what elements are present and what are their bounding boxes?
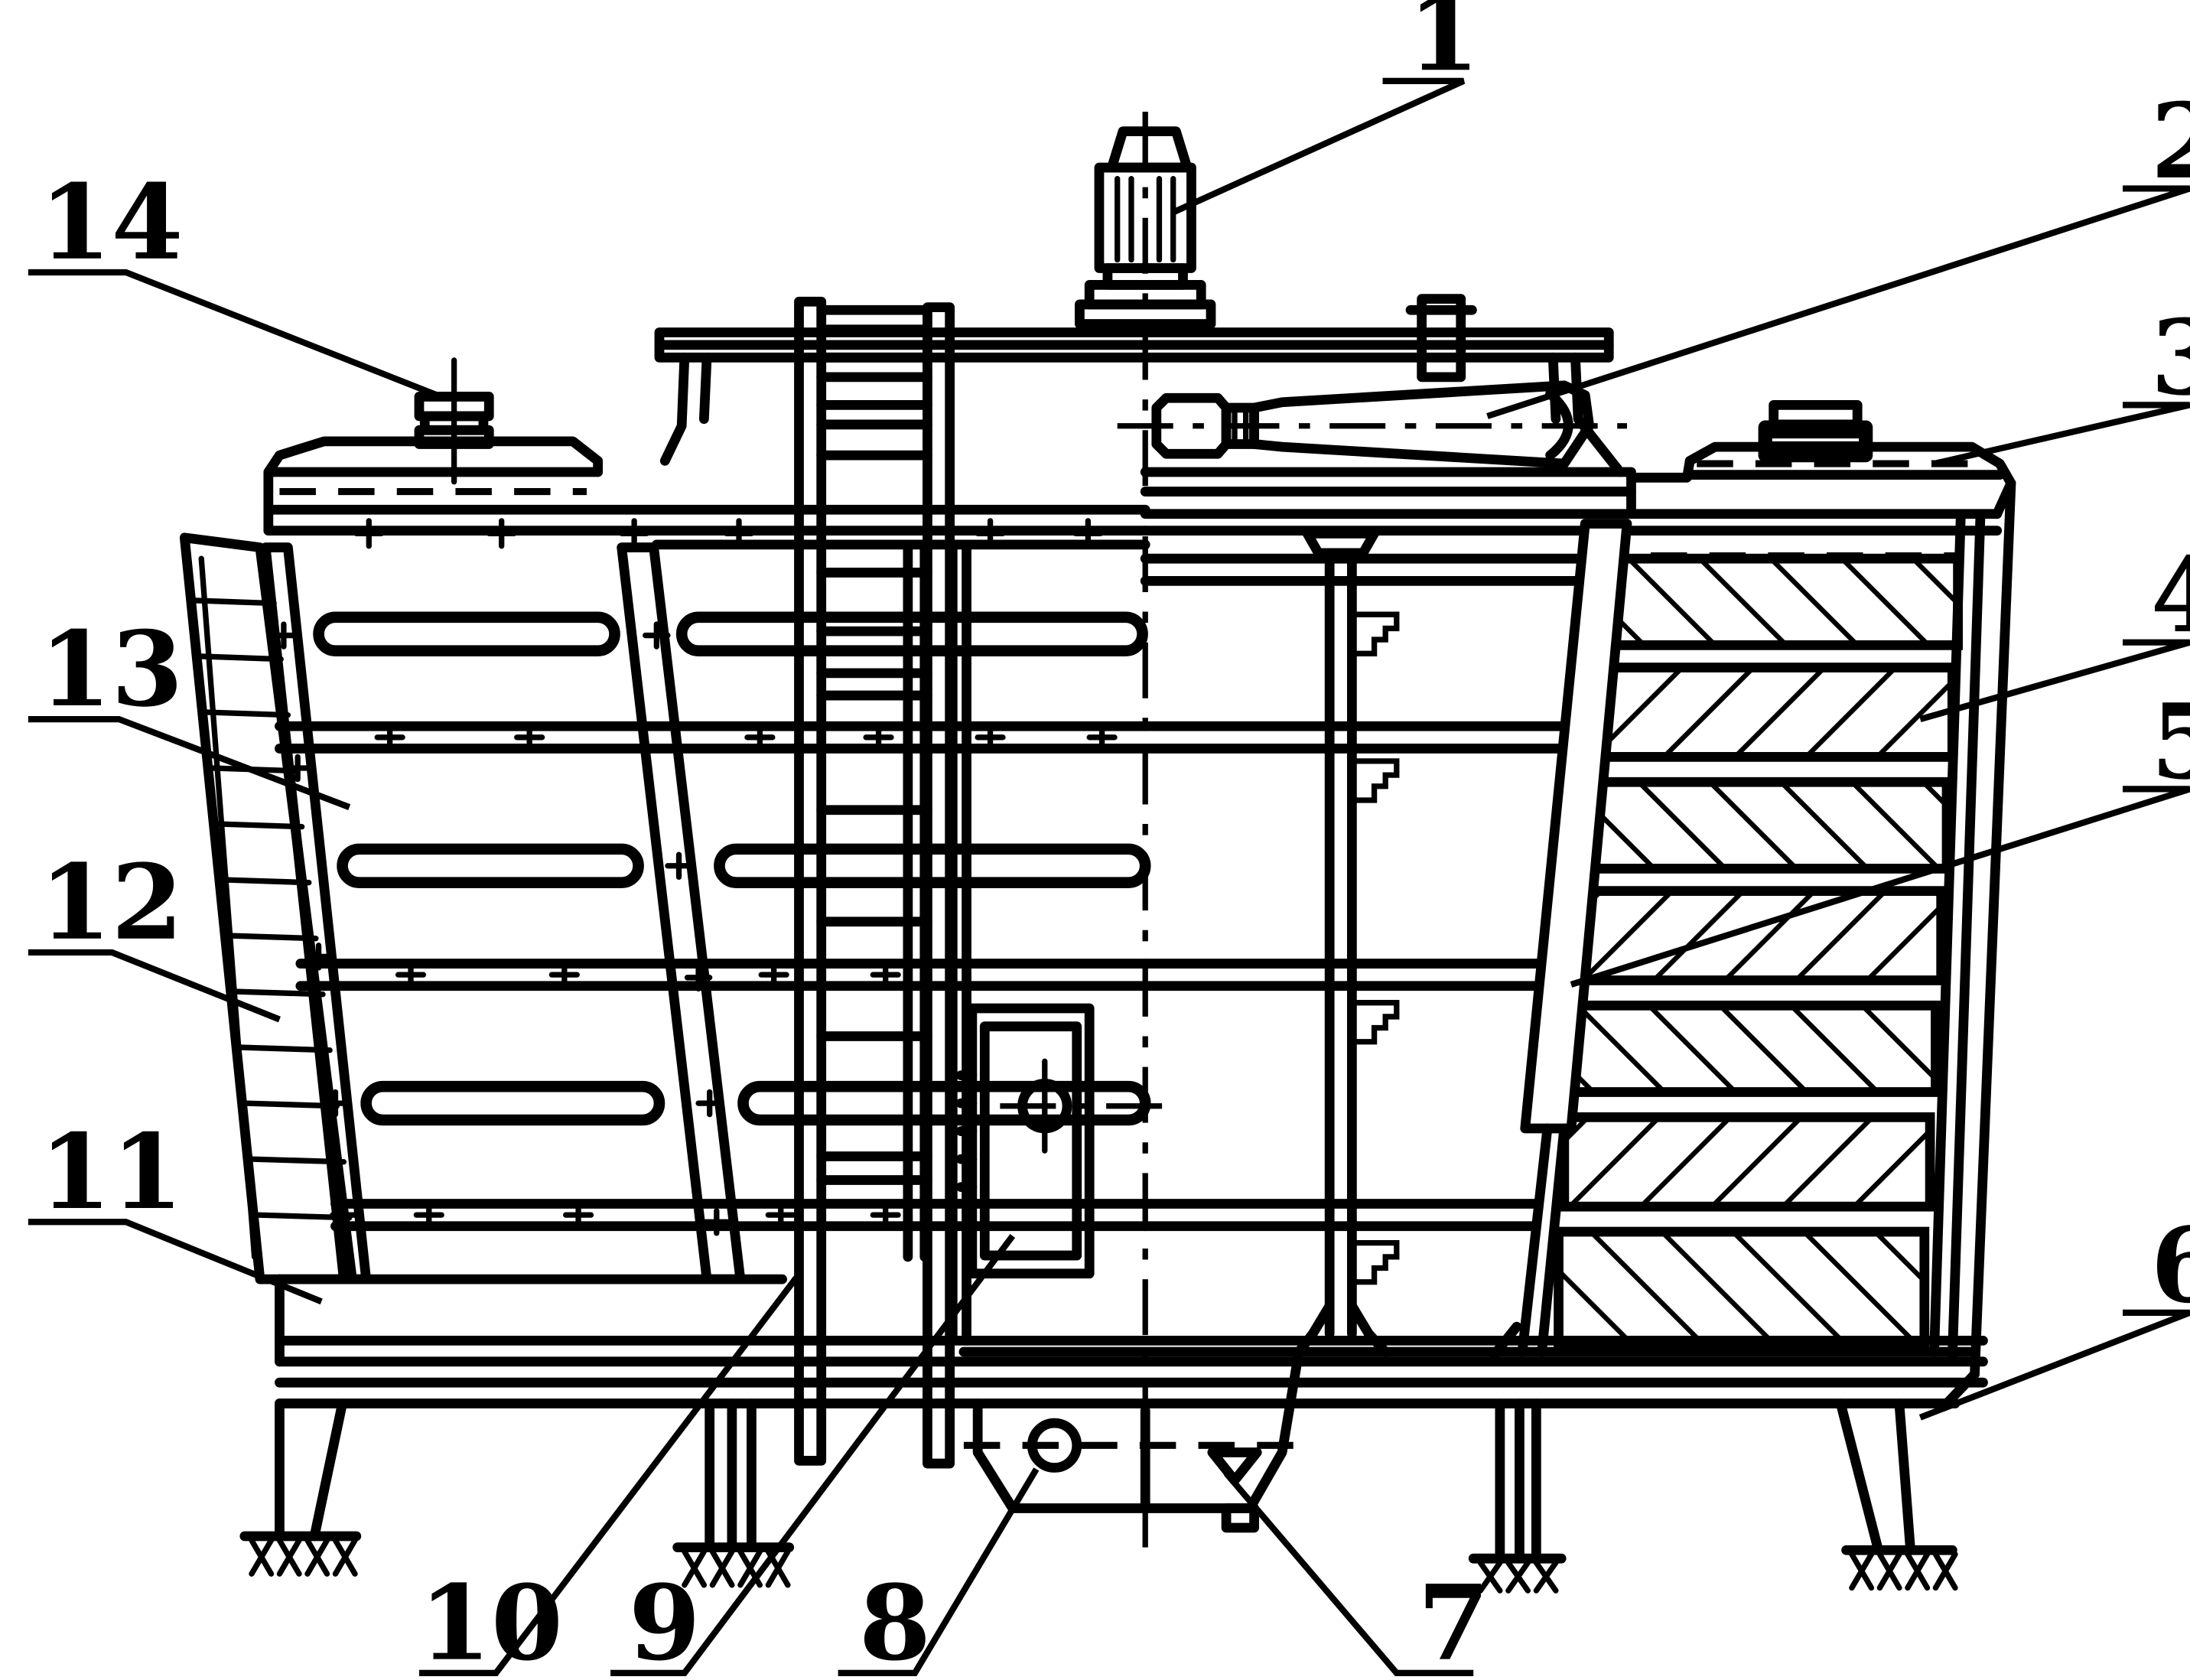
ground-symbols — [239, 1531, 1958, 1594]
inlet-nozzle-right — [1758, 399, 1873, 463]
callout-8: 8 — [859, 1562, 931, 1680]
water-basin — [275, 1274, 1988, 1533]
callout-2: 2 — [2151, 80, 2190, 202]
fan-reducer — [1117, 380, 1627, 469]
access-door — [955, 1003, 1163, 1279]
callout-7: 7 — [1417, 1562, 1489, 1680]
fill-section-rails — [1140, 553, 1583, 1232]
callout-10: 10 — [419, 1562, 563, 1680]
access-ladder — [794, 296, 971, 1469]
callout-11: 11 — [39, 1111, 183, 1232]
callout-3: 3 — [2151, 297, 2190, 418]
callout-1: 1 — [1407, 0, 1479, 94]
callout-9: 9 — [629, 1562, 701, 1680]
callout-13: 13 — [39, 608, 183, 730]
callout-12: 12 — [39, 842, 183, 963]
center-column — [1293, 528, 1400, 1357]
callout-labels: 1 2 3 4 5 6 7 8 9 10 11 12 13 14 — [39, 0, 2190, 1680]
support-legs — [275, 1398, 1915, 1564]
callout-4: 4 — [2151, 534, 2190, 656]
louver-frame-left — [179, 518, 1151, 1284]
inlet-nozzle-left — [414, 357, 494, 485]
callout-14: 14 — [39, 161, 183, 283]
callout-5: 5 — [2151, 681, 2190, 803]
callout-6: 6 — [2151, 1204, 2190, 1326]
